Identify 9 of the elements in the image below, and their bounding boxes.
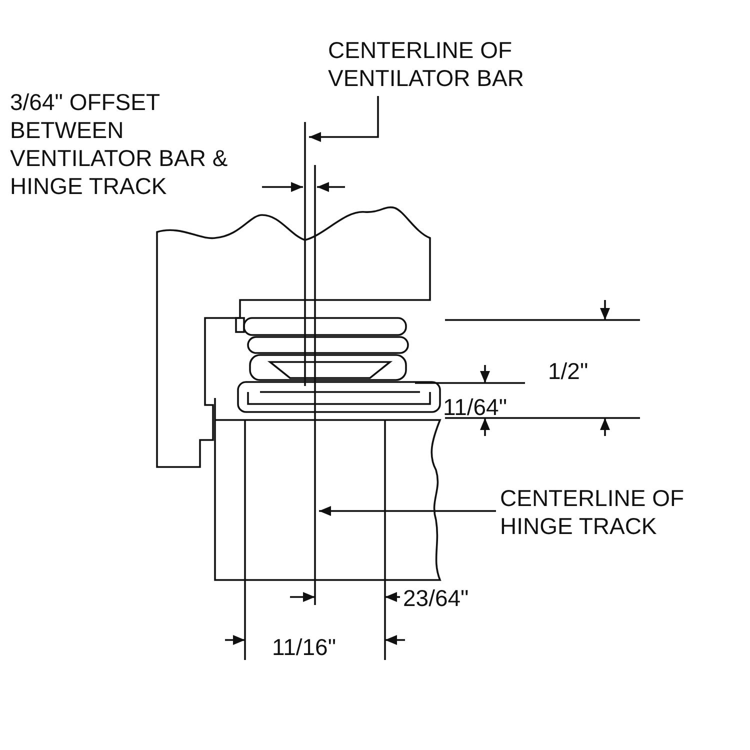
leader-arrow xyxy=(309,96,379,142)
dimension-text: 11/64" xyxy=(443,393,508,421)
leader-arrow xyxy=(319,506,496,516)
offset-note: 3/64" OFFSET BETWEEN VENTILATOR BAR & HINGE TRACK xyxy=(10,88,229,200)
dimension-text: 11/16" xyxy=(272,633,336,661)
callout-text: CENTERLINE OF HINGE TRACK xyxy=(500,484,740,540)
dimension-text: 23/64" xyxy=(403,584,469,612)
callout-text: CENTERLINE OF VENTILATOR BAR xyxy=(328,36,588,92)
dimension-text: 1/2" xyxy=(548,357,588,385)
